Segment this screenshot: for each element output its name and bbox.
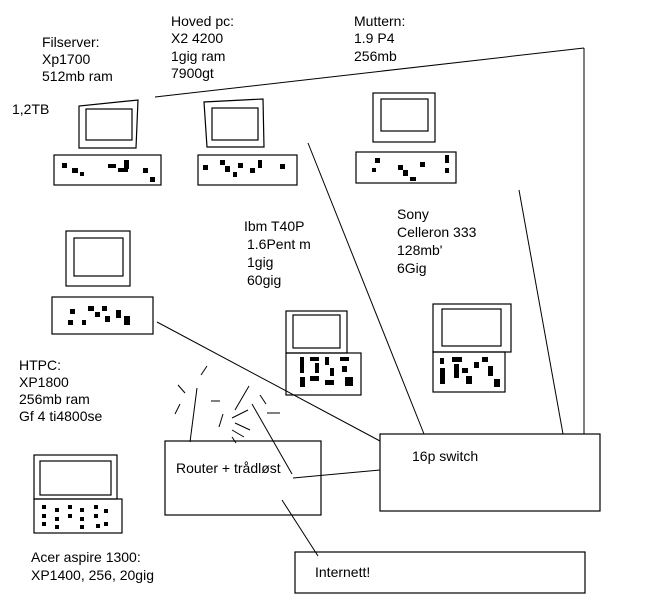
link-filserver-switch: [154, 47, 585, 98]
htpc-desktop-computer-icon: [51, 230, 154, 335]
internet-node: Internett!: [294, 551, 586, 594]
muttern-line-1: Muttern:: [354, 13, 405, 29]
htpc-line-3: 256mb ram: [19, 391, 90, 407]
hoved-pc-line-4: 7900gt: [171, 65, 214, 81]
sony-line-2: Celleron 333: [397, 224, 477, 240]
filserver-desktop-computer-icon: [53, 99, 162, 186]
link-hovedpc-switch: [307, 142, 425, 435]
htpc-line-1: HTPC:: [19, 357, 61, 373]
internet-label: Internett!: [315, 564, 370, 580]
switch-box: [379, 433, 601, 512]
acer-line-1: Acer aspire 1300:: [31, 549, 141, 565]
switch-label: 16p switch: [412, 448, 478, 464]
hoved-pc-line-1: Hoved pc:: [171, 13, 234, 29]
sony-node: Sony Celleron 333 128mb' 6Gig: [397, 206, 512, 393]
ibm-t40p-line-4: 60gig: [247, 272, 281, 288]
wireless-signal-marks: [174, 365, 293, 475]
ibm-t40p-line-2: 1.6Pent m: [247, 236, 311, 252]
sony-line-1: Sony: [397, 206, 429, 222]
hoved-pc-line-2: X2 4200: [171, 30, 223, 46]
link-sony-switch: [518, 189, 564, 435]
acer-line-2: XP1400, 256, 20gig: [31, 567, 154, 583]
htpc-line-4: Gf 4 ti4800se: [19, 408, 102, 424]
link-router-internet: [281, 499, 319, 557]
internet-box: [294, 551, 586, 594]
ibm-t40p-laptop-icon: [285, 310, 362, 396]
ibm-t40p-node: Ibm T40P 1.6Pent m 1gig 60gig: [244, 218, 362, 396]
acer-laptop-icon: [33, 454, 123, 534]
htpc-node: HTPC: XP1800 256mb ram Gf 4 ti4800se: [19, 230, 154, 424]
htpc-line-2: XP1800: [19, 374, 69, 390]
filserver-line-1: Filserver:: [42, 34, 100, 50]
sony-laptop-icon: [432, 303, 512, 393]
muttern-desktop-computer-icon: [355, 92, 457, 184]
muttern-line-3: 256mb: [354, 48, 397, 64]
hoved-pc-node: Hoved pc: X2 4200 1gig ram 7900gt: [171, 13, 298, 186]
ibm-t40p-line-3: 1gig: [247, 254, 273, 270]
muttern-line-2: 1.9 P4: [354, 30, 395, 46]
link-router-switch: [292, 469, 381, 479]
acer-node: Acer aspire 1300: XP1400, 256, 20gig: [31, 454, 154, 583]
ibm-t40p-line-1: Ibm T40P: [244, 218, 304, 234]
filserver-line-3: 512mb ram: [42, 68, 113, 84]
filserver-node: Filserver: Xp1700 512mb ram 1,2TB: [12, 34, 162, 186]
filserver-line-2: Xp1700: [42, 51, 90, 67]
link-muttern-switch: [583, 48, 600, 435]
link-htpc-switch: [156, 321, 381, 442]
hoved-pc-line-3: 1gig ram: [171, 48, 225, 64]
filserver-capacity: 1,2TB: [12, 101, 49, 117]
sony-line-3: 128mb': [397, 242, 442, 258]
router-node: Router + trådløst: [164, 440, 322, 516]
hoved-pc-desktop-computer-icon: [197, 98, 298, 186]
switch-node: 16p switch: [379, 433, 601, 512]
router-label: Router + trådløst: [176, 460, 281, 476]
sony-line-4: 6Gig: [397, 260, 427, 276]
connections: [154, 47, 600, 557]
router-box: [164, 440, 322, 516]
muttern-node: Muttern: 1.9 P4 256mb: [354, 13, 457, 184]
